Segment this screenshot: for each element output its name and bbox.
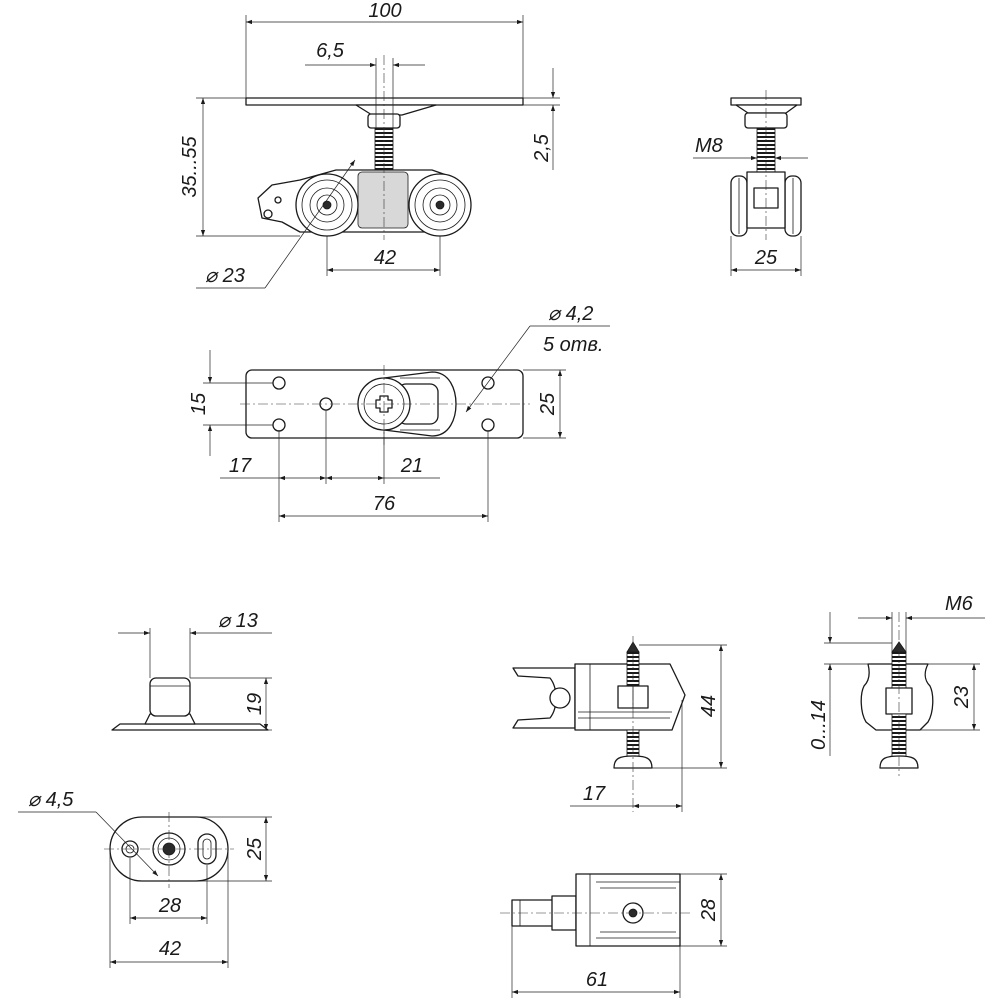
guide-pin-view: ⌀ 13 19 (111, 610, 272, 731)
stopper-end-view: M6 0...14 23 (808, 593, 985, 776)
dim-base-length: 42 (159, 938, 181, 960)
mounting-plate-view: ⌀ 4,2 5 отв. 15 25 17 21 76 (188, 303, 610, 522)
stopper-side-view: 44 17 (512, 636, 727, 812)
dim-height-range: 35...55 (179, 136, 201, 198)
pin-roller (149, 677, 191, 717)
dim-end-adjust-range: 0...14 (808, 700, 830, 750)
mount-hole (272, 376, 286, 390)
dim-stopper-height: 44 (698, 695, 720, 717)
dim-stud-width: 6,5 (316, 40, 345, 62)
body-hole (263, 209, 273, 219)
center-block (357, 171, 409, 229)
dim-base-hole-spacing: 28 (158, 895, 181, 917)
dim-hole-spacing-v: 15 (188, 392, 210, 415)
mount-hole (481, 418, 495, 432)
dim-hole-diameter: ⌀ 4,2 (548, 303, 593, 325)
top-plate (245, 97, 524, 106)
dim-plate-width: 100 (368, 0, 401, 22)
dim-offset-left: 17 (229, 455, 252, 477)
dim-base-hole-diameter: ⌀ 4,5 (28, 789, 74, 811)
stopper-ball (549, 687, 571, 709)
dim-wheel-spacing: 42 (374, 247, 396, 269)
dim-base-height: 25 (244, 837, 266, 861)
dim-stopper-offset: 17 (583, 783, 606, 805)
dim-offset-center: 21 (400, 455, 423, 477)
dim-hole-spacing-h: 76 (373, 493, 396, 515)
wheel-right (408, 173, 472, 237)
dim-plate-thickness: 2,5 (531, 133, 553, 163)
dim-pin-height: 19 (244, 693, 266, 715)
stopper-top-view: 28 61 (500, 873, 727, 998)
dim-end-height: 23 (951, 686, 973, 709)
side-bracket (735, 104, 798, 114)
body-hole (274, 196, 282, 204)
roller-front-view: 100 6,5 35...55 2,5 ⌀ 23 42 (179, 0, 560, 289)
dim-side-width: 25 (754, 247, 778, 269)
guide-base-view: ⌀ 4,5 25 28 42 (18, 789, 272, 968)
wheel-left (295, 173, 359, 237)
mount-hole (272, 418, 286, 432)
pin-base-plate (111, 723, 269, 731)
roller-side-view: M8 25 (693, 90, 808, 276)
dim-hole-count: 5 отв. (543, 334, 603, 356)
dim-wheel-diameter: ⌀ 23 (205, 265, 245, 287)
dim-top-length: 61 (586, 969, 608, 991)
dim-end-thread: M6 (945, 593, 974, 615)
dim-pin-diameter: ⌀ 13 (218, 610, 258, 632)
dim-plate-height: 25 (537, 392, 559, 416)
dim-top-width: 28 (698, 899, 720, 922)
dim-side-thread: M8 (695, 135, 723, 157)
phillips-slot (375, 395, 393, 413)
